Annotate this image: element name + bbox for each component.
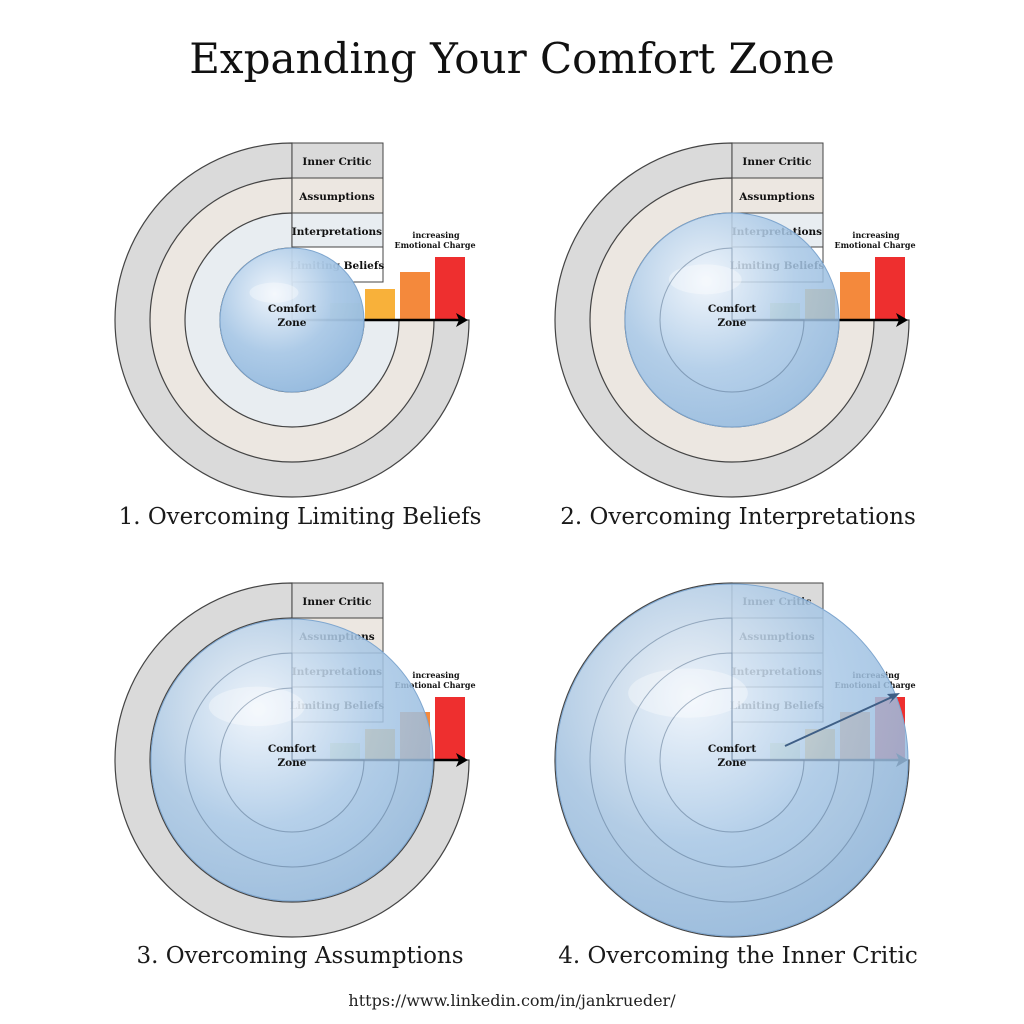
bubble-ring-outline <box>589 617 875 903</box>
comfort-zone-label-line-2: Zone <box>718 757 747 769</box>
diagram-svg-3: Inner CriticAssumptionsInterpretationsLi… <box>114 582 476 938</box>
diagram-svg-1: Inner CriticAssumptionsInterpretationsLi… <box>114 142 476 498</box>
bubble-highlight <box>208 686 305 727</box>
axis-arrow-head <box>896 313 908 327</box>
diagram-panel-4: Inner CriticAssumptionsInterpretationsLi… <box>440 440 952 952</box>
charge-label-line-1: increasing <box>412 230 460 240</box>
comfort-zone-label-line-1: Comfort <box>268 743 317 755</box>
charge-label-line-1: increasing <box>412 670 460 680</box>
axis-arrow-head <box>456 313 468 327</box>
bubble-highlight <box>668 264 742 295</box>
label-box-inner-critic <box>731 142 824 179</box>
charge-bar-2 <box>365 289 395 320</box>
charge-bar-4 <box>435 697 465 760</box>
comfort-zone-bubble <box>219 247 365 393</box>
bubble-ring-outline <box>219 687 365 833</box>
comfort-zone-label-line-2: Zone <box>278 317 307 329</box>
diagram-panel-1: Inner CriticAssumptionsInterpretationsLi… <box>0 0 512 512</box>
caption-2: 2. Overcoming Interpretations <box>560 504 916 530</box>
label-box-inner-critic <box>291 582 384 619</box>
layer-label-assumptions: Assumptions <box>298 191 375 203</box>
label-box-assumptions <box>291 177 384 214</box>
trend-arrow-head <box>887 693 900 704</box>
layer-label-inner-critic: Inner Critic <box>742 156 811 168</box>
label-box-inner-critic <box>291 142 384 179</box>
label-box-interpretations <box>291 212 384 249</box>
charge-label-line-2: Emotional Charge <box>394 240 475 250</box>
charge-bar-4 <box>435 257 465 320</box>
layer-label-assumptions: Assumptions <box>738 191 815 203</box>
diagram-panel-2: Inner CriticAssumptionsInterpretationsLi… <box>440 0 952 512</box>
bubble-ring-outline <box>659 247 805 393</box>
diagram-svg-4: Inner CriticAssumptionsInterpretationsLi… <box>554 582 916 938</box>
caption-4: 4. Overcoming the Inner Critic <box>558 943 918 969</box>
comfort-zone-label-line-1: Comfort <box>708 743 757 755</box>
diagram-panel-3: Inner CriticAssumptionsInterpretationsLi… <box>0 440 512 952</box>
comfort-zone-label-line-1: Comfort <box>708 303 757 315</box>
charge-bar-4 <box>875 257 905 320</box>
bubble-ring-outline <box>624 652 840 868</box>
bubble-ring-outline <box>184 652 400 868</box>
charge-label-line-2: Emotional Charge <box>394 680 475 690</box>
comfort-zone-label-line-2: Zone <box>278 757 307 769</box>
ring-interpretations <box>184 212 400 428</box>
charge-label-line-1: increasing <box>852 230 900 240</box>
comfort-zone-label-line-1: Comfort <box>268 303 317 315</box>
layer-label-inner-critic: Inner Critic <box>302 156 371 168</box>
charge-label-line-2: Emotional Charge <box>834 240 915 250</box>
axis-arrow-head <box>456 753 468 767</box>
layer-label-inner-critic: Inner Critic <box>302 596 371 608</box>
bubble-ring-outline <box>659 687 805 833</box>
page-title: Expanding Your Comfort Zone <box>189 34 835 83</box>
layer-label-interpretations: Interpretations <box>292 226 382 238</box>
charge-bar-3 <box>400 272 430 320</box>
diagram-svg-2: Inner CriticAssumptionsInterpretationsLi… <box>554 142 916 498</box>
source-url: https://www.linkedin.com/in/jankrueder/ <box>348 991 676 1010</box>
caption-1: 1. Overcoming Limiting Beliefs <box>118 504 482 530</box>
comfort-zone-label-line-2: Zone <box>718 317 747 329</box>
caption-3: 3. Overcoming Assumptions <box>136 943 464 969</box>
trend-arrow-line <box>784 696 893 747</box>
bubble-highlight <box>249 282 299 303</box>
bubble-highlight <box>628 668 748 718</box>
charge-bar-3 <box>840 272 870 320</box>
